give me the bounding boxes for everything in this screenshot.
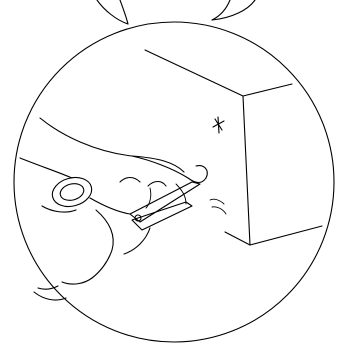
callout-pointer xyxy=(97,0,255,24)
scissors-icon xyxy=(49,173,200,230)
cutting-motion-lines xyxy=(210,199,226,214)
cut-mark-icon xyxy=(213,117,224,133)
magnifier-circle xyxy=(14,22,334,342)
